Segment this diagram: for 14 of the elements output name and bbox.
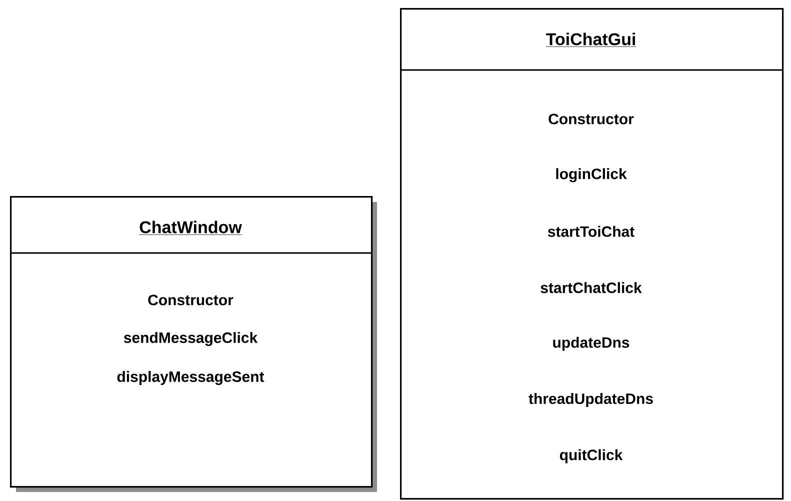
class-box (10, 196, 377, 492)
class-box (400, 8, 784, 500)
method-name: startToiChat (548, 226, 634, 237)
method-name: Constructor (548, 114, 634, 124)
class-name: ToiChatGui (546, 32, 636, 47)
class-name: ChatWindow (138, 220, 242, 235)
method-name: sendMessageClick (124, 332, 258, 346)
method-name: updateDns (553, 336, 630, 351)
method-name: Constructor (148, 294, 234, 306)
method-name: quitClick (560, 449, 623, 464)
method-name: startChatClick (540, 282, 642, 294)
method-name: displayMessageSent (117, 370, 264, 386)
method-name: threadUpdateDns (528, 393, 653, 407)
method-name: loginClick (556, 168, 627, 182)
